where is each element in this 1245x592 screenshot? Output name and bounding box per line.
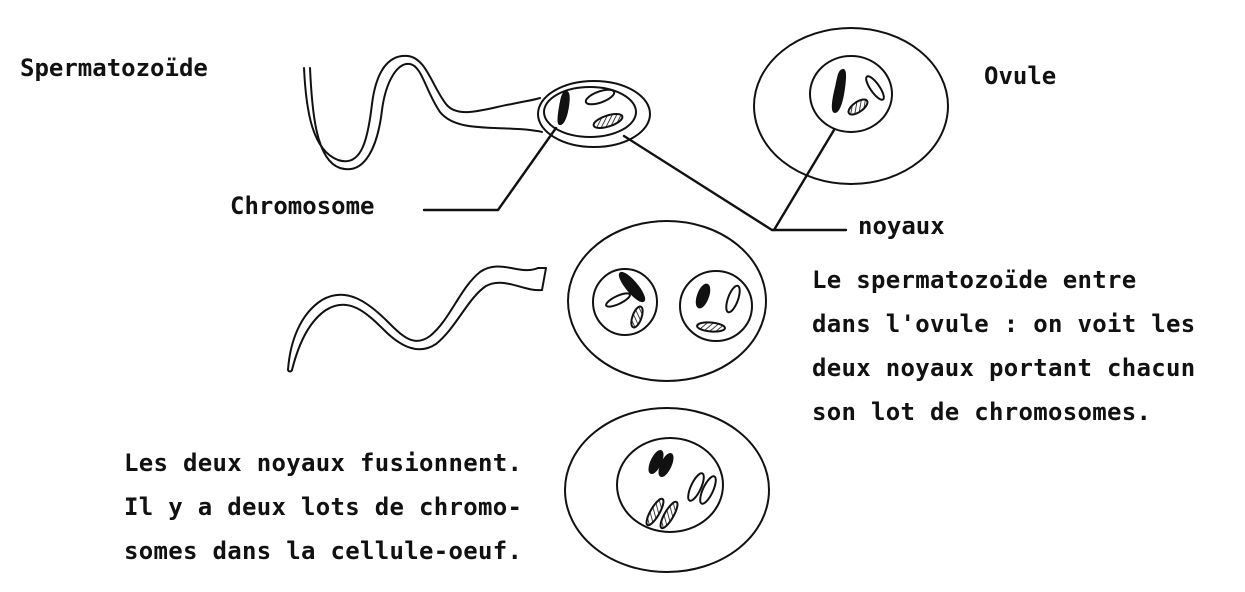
male-chromosome-light (605, 291, 632, 309)
description-sperm-entry: Le spermatozoïde entre dans l'ovule : on… (812, 258, 1195, 434)
detached-tail-tip (288, 370, 292, 372)
description-nuclei-fusion-line: Il y a deux lots de chromo- (124, 485, 522, 529)
noyaux-leader-line-ovule (774, 130, 834, 230)
detached-tail-end (538, 268, 546, 290)
sperm-tail-upper-outline (304, 56, 540, 161)
female-chromosome-hatched (697, 321, 726, 332)
label-spermatozoide: Spermatozoïde (20, 54, 208, 82)
label-chromosome: Chromosome (230, 192, 375, 220)
sperm-tail-lower-outline (310, 64, 542, 169)
description-sperm-entry-line: Le spermatozoïde entre (812, 258, 1195, 302)
egg-cell (565, 408, 769, 572)
description-nuclei-fusion-line: Les deux noyaux fusionnent. (124, 441, 522, 485)
description-nuclei-fusion: Les deux noyaux fusionnent. Il y a deux … (124, 441, 522, 573)
ovule-chromosome-light (863, 74, 886, 102)
ovule-chromosome-hatched (846, 97, 870, 118)
description-nuclei-fusion-line: somes dans la cellule-oeuf. (124, 529, 522, 573)
description-sperm-entry-line: son lot de chromosomes. (812, 390, 1195, 434)
sperm-chromosome-light (584, 87, 616, 108)
leader-lines (424, 128, 846, 230)
label-noyaux: noyaux (858, 212, 945, 240)
noyaux-leader-line-sperm (624, 136, 772, 230)
description-sperm-entry-line: dans l'ovule : on voit les (812, 302, 1195, 346)
sperm-chromosome-dark (558, 92, 569, 125)
sperm-nucleus (544, 87, 636, 137)
female-chromosome-dark (694, 283, 712, 309)
spermatozoid-cell (304, 56, 650, 169)
description-sperm-entry-line: deux noyaux portant chacun (812, 346, 1195, 390)
ovule-cell (754, 28, 948, 184)
egg-cell-membrane (565, 408, 769, 572)
chromosome-leader-line (424, 128, 556, 210)
fertilization-stage (288, 221, 766, 381)
female-chromosome-light (724, 284, 743, 314)
label-ovule: Ovule (984, 62, 1056, 90)
sperm-chromosome-hatched (592, 111, 624, 131)
ovule-chromosome-dark (833, 70, 846, 113)
male-chromosome-hatched (629, 305, 645, 329)
